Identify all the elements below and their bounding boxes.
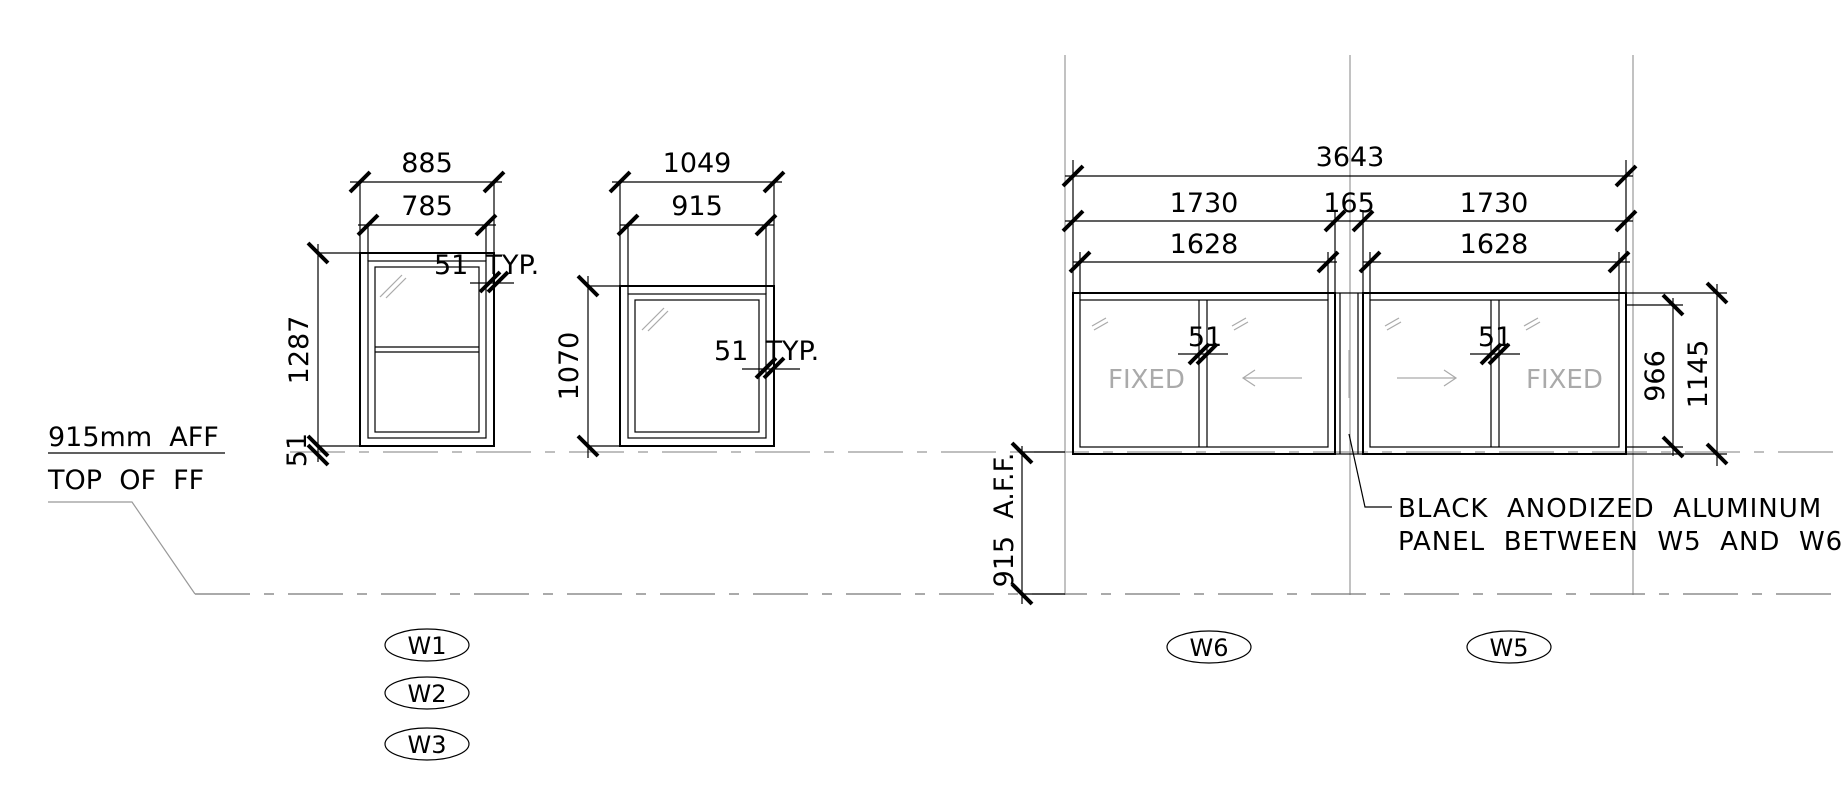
panel-callout: BLACK ANODIZED ALUMINUM PANEL BETWEEN W5… [1348,433,1842,557]
w1-frame-typ: 51 TYP. [434,250,539,281]
tag-w6: W6 [1190,634,1229,662]
w5-sash-width: 1628 [1460,229,1529,260]
storefront-outer-height: 1145 [1683,340,1714,409]
w2-inner-width: 915 [671,191,723,222]
w5-fixed-label: FIXED [1526,365,1603,395]
w2-overall-width: 1049 [663,148,732,179]
w2-height: 1070 [554,332,585,401]
w5-mullion-dim: 51 [1478,322,1512,353]
tag-w5: W5 [1490,634,1529,662]
w2-frame-typ: 51 TYP. [714,336,819,367]
storefront-w6-w5-elevation: 3643 1730 165 1730 1628 1628 51 51 966 1… [989,142,1729,606]
reference-lines [48,55,1842,595]
w6-width: 1730 [1170,188,1239,219]
callout-line-2: PANEL BETWEEN W5 AND W6 [1398,527,1842,557]
callout-line-1: BLACK ANODIZED ALUMINUM [1398,494,1822,524]
window-w2-elevation: 1049 915 1070 51 TYP. [554,148,819,458]
w1-inner-width: 785 [401,191,453,222]
storefront-inner-height: 966 [1640,350,1671,402]
top-ff-label: TOP OF FF [47,465,204,496]
sill-height-aff: 915 A.F.F. [989,453,1020,588]
storefront-overall-width: 3643 [1316,142,1385,173]
w5-width: 1730 [1460,188,1529,219]
w1-sill-dim: 51 [282,433,313,467]
tag-w3: W3 [408,731,447,759]
tag-w2: W2 [408,680,447,708]
aff-level-label: 915mm AFF [48,422,219,453]
window-w1-elevation: 885 785 1287 51 51 TYP. [282,148,539,467]
w1-overall-width: 885 [401,148,453,179]
w6-fixed-label: FIXED [1108,365,1185,395]
w6-mullion-dim: 51 [1188,322,1222,353]
tag-w1: W1 [408,632,447,660]
w1-height: 1287 [284,316,315,385]
panel-gap-width: 165 [1323,188,1375,219]
level-labels: 915mm AFF TOP OF FF [47,422,219,496]
window-tags: W1 W2 W3 W6 W5 [384,628,1552,761]
w6-sash-width: 1628 [1170,229,1239,260]
